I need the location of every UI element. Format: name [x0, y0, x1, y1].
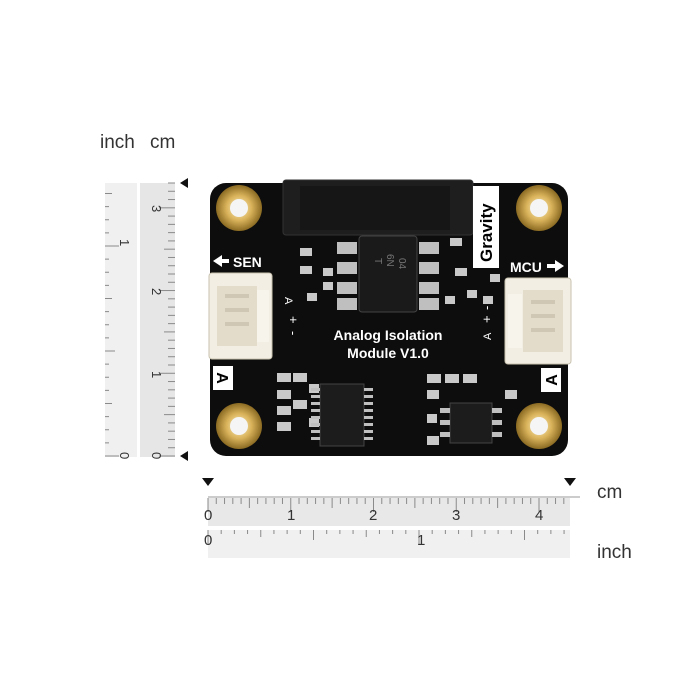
- chip-mark-1: T: [372, 258, 383, 264]
- vruler-top-marker: [180, 178, 188, 188]
- chip-mark-2: 6N: [384, 254, 395, 267]
- right-letter-box: [541, 368, 561, 392]
- left-pin-label-minus: -: [286, 331, 301, 335]
- bottom-inch-label: inch: [597, 542, 632, 563]
- brand-badge: [473, 186, 499, 268]
- left-pin-label-plus: +: [286, 316, 301, 324]
- left-smd-components: [300, 248, 333, 301]
- pcb-board: Gravity T 6N 04 SEN MCU A + -: [208, 179, 572, 456]
- sen-label: SEN: [233, 254, 262, 270]
- cm-strip: [140, 183, 175, 457]
- hruler-cm-label-3: 3: [452, 507, 460, 524]
- right-letter: A: [544, 374, 561, 386]
- left-letter-box: [213, 366, 233, 390]
- mcu-label: MCU: [510, 259, 542, 275]
- hruler-cm-strip: [208, 498, 570, 526]
- hruler-cm-label-1: 1: [287, 507, 295, 524]
- vruler-inch-label-1: 1: [117, 239, 132, 246]
- vruler-bottom-marker: [180, 451, 188, 461]
- left-cm-label: cm: [150, 132, 176, 153]
- bottom-right-smd: [427, 374, 517, 445]
- hruler-inch-strip: [208, 530, 570, 558]
- regulator-ic: [449, 402, 493, 444]
- inch-strip: [105, 183, 137, 457]
- left-letter: A: [213, 372, 230, 384]
- left-inch-label: inch: [100, 132, 135, 153]
- board-title-line2: Module V1.0: [347, 345, 429, 361]
- vruler-cm-label-2: 2: [149, 288, 164, 295]
- brand-text: Gravity: [477, 203, 496, 262]
- isolator-ic: [319, 383, 365, 447]
- vruler-inch-label-0: 0: [117, 452, 132, 459]
- right-smd-components: [445, 238, 500, 304]
- hruler-cm-label-2: 2: [369, 507, 377, 524]
- board-title-line1: Analog Isolation: [334, 327, 443, 343]
- hruler-cm-label-0: 0: [204, 507, 212, 524]
- optocoupler-chip: [358, 235, 418, 313]
- horizontal-ruler: 0 1 2 3 4 0 1: [202, 478, 580, 558]
- hruler-inch-label-0: 0: [204, 532, 212, 549]
- optocoupler-pins: [337, 242, 439, 310]
- vruler-cm-label-0: 0: [149, 452, 164, 459]
- hruler-right-marker: [564, 478, 576, 486]
- right-pin-label-a: A: [482, 332, 494, 340]
- mcu-arrow-icon: [555, 260, 564, 272]
- right-pin-label-minus: -: [479, 306, 494, 310]
- hruler-left-marker: [202, 478, 214, 486]
- vertical-ruler: 3 2 1 0 1 0: [105, 178, 188, 461]
- mount-hole-bottom-right: [516, 403, 562, 449]
- right-pin-label-plus: +: [479, 315, 494, 323]
- mount-hole-bottom-left: [216, 403, 262, 449]
- hruler-cm-label-4: 4: [535, 507, 543, 524]
- mount-hole-top-left: [216, 185, 262, 231]
- mount-hole-top-right: [516, 185, 562, 231]
- vruler-cm-label-3: 3: [149, 205, 164, 212]
- vruler-cm-label-1: 1: [149, 371, 164, 378]
- bottom-cm-label: cm: [597, 482, 623, 503]
- sen-arrow-icon: [213, 255, 222, 267]
- chip-mark-3: 04: [396, 258, 407, 270]
- hruler-inch-label-1: 1: [417, 532, 425, 549]
- left-pin-label-a: A: [282, 297, 294, 305]
